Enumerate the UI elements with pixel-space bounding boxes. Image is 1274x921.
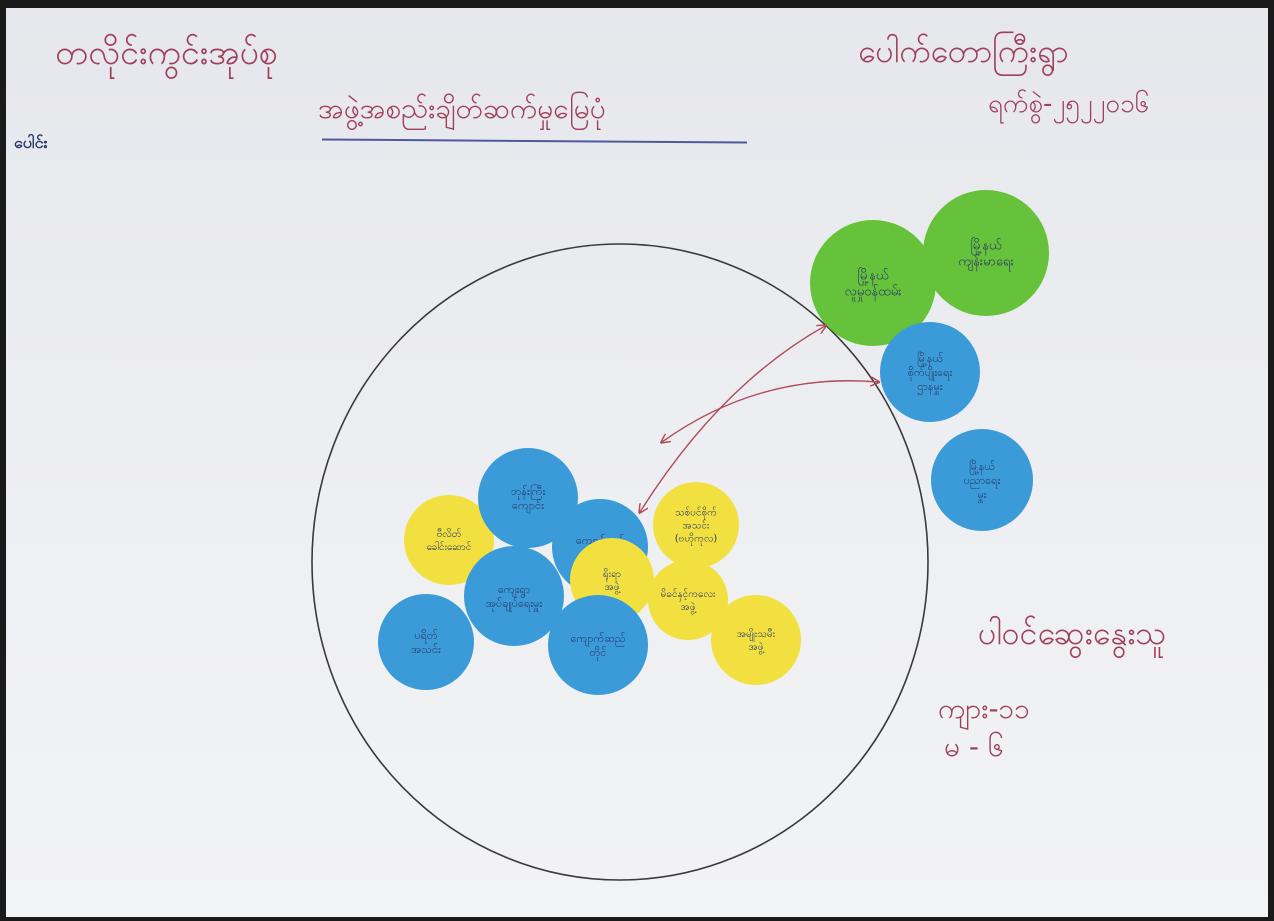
outside-blue-circle-2: မြို့နယ်ပညာရေးမှူး <box>931 429 1033 531</box>
arrow-agriculture-to-center <box>662 381 878 442</box>
male-count: ကျား-၁၁ <box>938 692 1031 725</box>
green-circle-1: မြို့နယ်လူမှုဝန်ထမ်း <box>810 220 936 346</box>
yellow-circle-4: မိခင်နှင့်ကလေးအဖွဲ့ <box>648 560 728 640</box>
side-note: ပေါင်း <box>14 133 48 152</box>
yellow-circle-1-label: ဗီလိတ်ခေါင်းဆောင် <box>427 527 472 553</box>
green-circle-1-disc <box>810 220 936 346</box>
green-circle-2-label: မြို့နယ်ကျန်းမာရေး <box>958 237 1013 272</box>
green-circle-2-disc <box>923 190 1049 316</box>
blue-circle-5-disc <box>548 595 648 695</box>
blue-circle-2-label: ကျေးရွာအုပ်ချုပ်ရေးမှူး <box>486 583 543 612</box>
blue-circle-5-label: ကျောက်ဆည်တိုင် <box>570 632 625 661</box>
green-circle-2: မြို့နယ်ကျန်းမာရေး <box>923 190 1049 316</box>
yellow-circle-3-label: ရိုးရာအဖွဲ့ <box>603 567 622 595</box>
outside-blue-circle-2-disc <box>931 429 1033 531</box>
yellow-circle-1: ဗီလိတ်ခေါင်းဆောင် <box>404 495 494 585</box>
yellow-circle-4-label: မိခင်နှင့်ကလေးအဖွဲ့ <box>661 587 716 615</box>
village-tract-title: တလိုင်းကွင်းအုပ်စု <box>55 33 278 73</box>
blue-circle-2-disc <box>464 546 564 646</box>
outside-blue-circle-1: မြို့နယ်စိုက်ပျိုးရေးဌာနမှူး <box>880 322 980 422</box>
date-label: ရက်စွဲ-၂၅၂၂၀၁၆ <box>988 89 1150 119</box>
outside-blue-circle-2-label: မြို့နယ်ပညာရေးမှူး <box>964 459 1001 503</box>
participants-label: ပါဝင်ဆွေးနွေးသူ <box>978 614 1167 652</box>
blue-circle-1: ဘုန်းကြီးကျောင်း <box>478 448 578 548</box>
map-subtitle: အဖွဲ့အစည်းချိတ်ဆက်မှုမြေပုံ <box>318 92 606 125</box>
blue-circle-3-label: ပရိတ်အသင်း <box>411 629 441 656</box>
green-circle-1-label: မြို့နယ်လူမှုဝန်ထမ်း <box>845 267 902 302</box>
paper-sheet <box>6 8 1268 917</box>
arrow-green-to-blue-circle <box>640 326 825 512</box>
blue-circle-2: ကျေးရွာအုပ်ချုပ်ရေးမှူး <box>464 546 564 646</box>
blue-circle-1-disc <box>478 448 578 548</box>
yellow-circle-5-disc <box>711 595 801 685</box>
village-title: ပေါက်တောကြီးရွာ <box>858 32 1069 70</box>
blue-circle-3: ပရိတ်အသင်း <box>378 594 474 690</box>
outside-blue-circle-1-disc <box>880 322 980 422</box>
female-count: မ - ၆ <box>944 730 1004 763</box>
yellow-circle-4-disc <box>648 560 728 640</box>
blue-circle-3-disc <box>378 594 474 690</box>
blue-circle-1-label: ဘုန်းကြီးကျောင်း <box>511 484 546 514</box>
yellow-circle-5-label: အမျိုးသမီးအဖွဲ့ <box>737 627 776 655</box>
outside-blue-circle-1-label: မြို့နယ်စိုက်ပျိုးရေးဌာနမှူး <box>908 351 953 395</box>
blue-circle-5: ကျောက်ဆည်တိုင် <box>548 595 648 695</box>
community-boundary-circle <box>311 243 929 881</box>
yellow-circle-5: အမျိုးသမီးအဖွဲ့ <box>711 595 801 685</box>
yellow-circle-1-disc <box>404 495 494 585</box>
yellow-circle-2: သစ်ပင်စိုက်အသင်း(ဗဟိုကုလ) <box>653 482 739 568</box>
